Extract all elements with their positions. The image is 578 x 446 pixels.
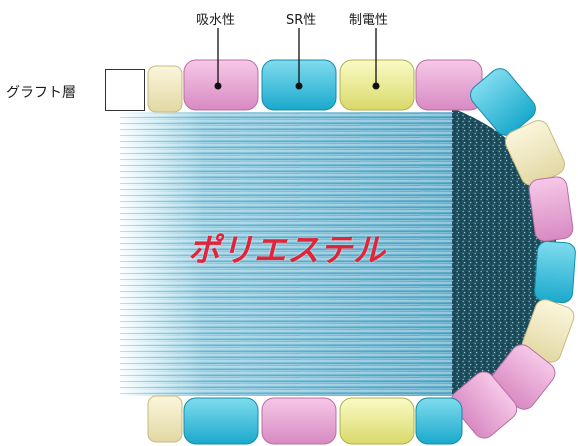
graft-cell <box>147 65 183 113</box>
label-leaders <box>214 28 380 90</box>
polyester-fiber <box>120 108 557 398</box>
graft-cells-top <box>147 59 483 113</box>
graft-cell <box>534 240 576 304</box>
graft-cell <box>261 397 337 445</box>
absorbency-label: 吸水性 <box>196 13 236 28</box>
graft-cell <box>470 68 536 136</box>
graft-cells-curve <box>450 68 576 439</box>
graft-cells-bottom <box>147 395 463 445</box>
polyester-label: ポリエステル <box>188 231 387 269</box>
antistatic-label: 制電性 <box>349 13 389 28</box>
graft-layer-label: グラフト層 <box>6 85 76 101</box>
graft-cell <box>415 397 463 445</box>
graft-cell <box>528 176 574 242</box>
graft-layer-legend-swatch <box>105 69 145 111</box>
sr-label: SR性 <box>286 13 317 28</box>
graft-cell <box>450 371 518 439</box>
graft-cell <box>147 395 183 443</box>
graft-cell <box>183 397 259 445</box>
graft-cell <box>339 397 415 445</box>
graft-cell <box>415 59 483 111</box>
